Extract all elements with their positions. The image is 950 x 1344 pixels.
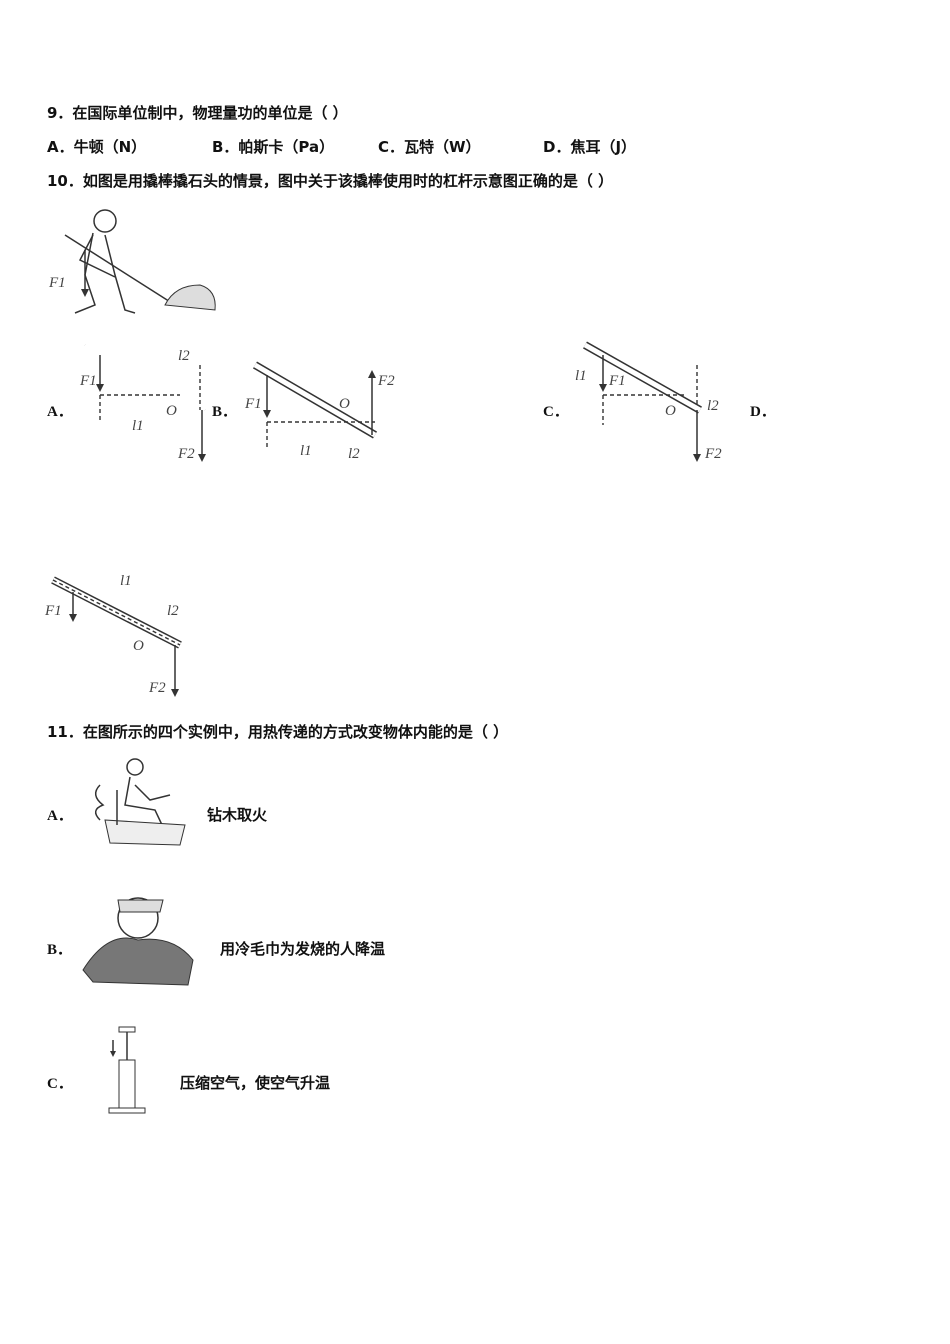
q10-option-d-label: D． (750, 404, 776, 420)
label-f1: F1 (244, 396, 262, 412)
q10-diagram-b: F1 l1 O l2 F2 (244, 361, 395, 462)
q9-option-c: C．瓦特（W） (378, 138, 481, 156)
label-f2: F2 (148, 680, 166, 696)
q11-option-c-text: 压缩空气，使空气升温 (180, 1074, 331, 1092)
q10-option-c-label: C． (543, 404, 569, 420)
q11-option-a-text: 钻木取火 (207, 806, 268, 824)
label-l2: l2 (707, 398, 719, 414)
q10-diagram-c: l1 F1 O l2 F2 (575, 341, 722, 462)
label-f2: F2 (377, 373, 395, 389)
q10-option-b-label: B． (212, 404, 238, 420)
label-l1: l1 (132, 418, 144, 434)
q11-option-b-text: 用冷毛巾为发烧的人降温 (220, 940, 386, 958)
label-o: O (665, 403, 676, 419)
air-compression-cylinder-image (108, 1026, 146, 1114)
q10-option-a-label: A． (47, 404, 73, 420)
q9-option-d: D．焦耳（J） (543, 138, 637, 156)
drilling-wood-fire-image (94, 758, 186, 846)
label-f2: F2 (704, 446, 722, 462)
cold-towel-image (82, 897, 194, 986)
label-l1: l1 (575, 368, 587, 384)
q10-stem: 10．如图是用撬棒撬石头的情景，图中关于该撬棒使用时的杠杆示意图正确的是（ ） (47, 172, 614, 190)
label-l2: l2 (178, 348, 190, 364)
q11-option-a-label: A． (47, 808, 73, 824)
label-f1: F1 (44, 603, 62, 619)
label-o: O (133, 638, 144, 654)
q11-option-b-label: B． (47, 942, 73, 958)
label-f2: F2 (177, 446, 195, 462)
q11-option-c-label: C． (47, 1076, 73, 1092)
q9-option-a: A．牛顿（N） (47, 138, 147, 156)
q9-stem: 9．在国际单位制中，物理量功的单位是（ ） (47, 104, 348, 122)
q10-diagram-a: F1 l1 O l2 F2 (79, 342, 207, 462)
label-f1: F1 (79, 373, 97, 389)
label-l2: l2 (167, 603, 179, 619)
q9-option-b: B．帕斯卡（Pa） (212, 138, 335, 156)
label-o: O (166, 403, 177, 419)
label-f1: F1 (608, 373, 626, 389)
q11-stem: 11．在图所示的四个实例中，用热传递的方式改变物体内能的是（ ） (47, 723, 509, 741)
q10-diagram-d: F1 l1 l2 O F2 (44, 573, 182, 697)
label-l1: l1 (300, 443, 312, 459)
label-l2: l2 (348, 446, 360, 462)
figure-f1-label: F1 (48, 275, 66, 291)
prying-rock-illustration: F1 (48, 209, 216, 314)
label-o: O (339, 396, 350, 412)
label-l1: l1 (120, 573, 132, 589)
